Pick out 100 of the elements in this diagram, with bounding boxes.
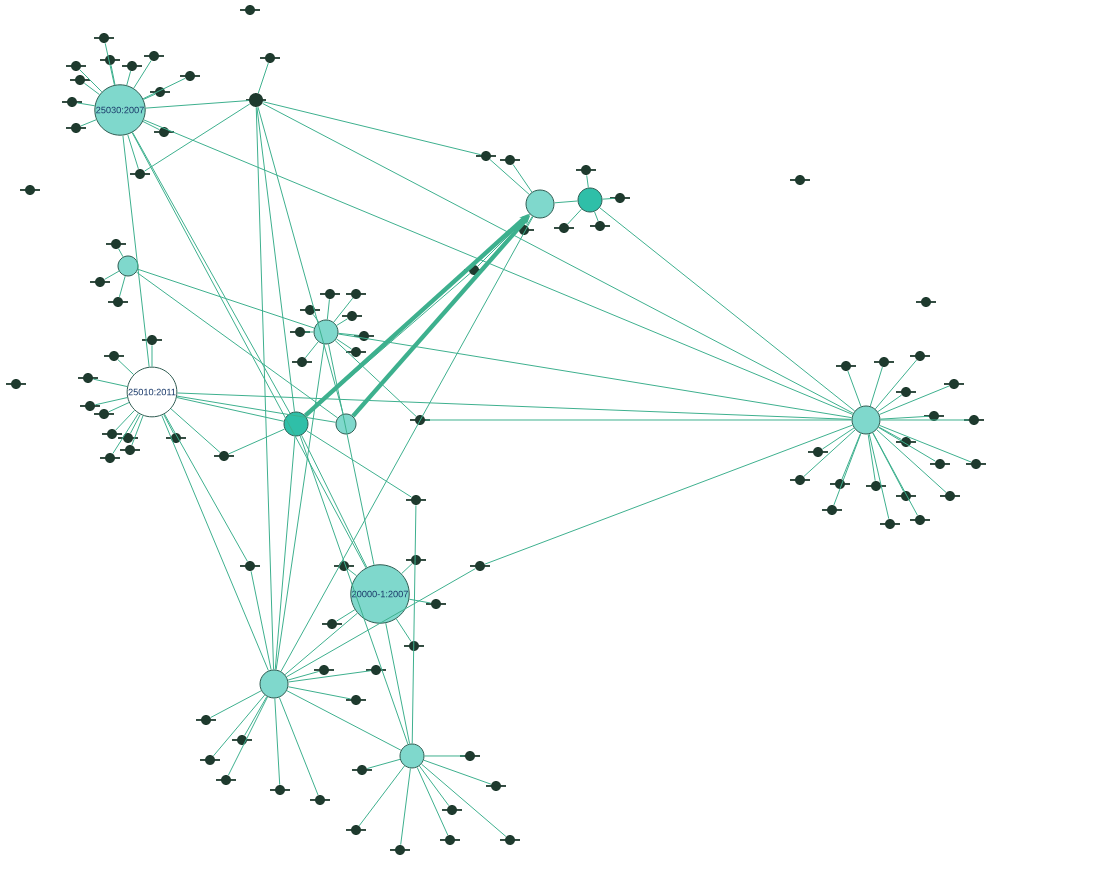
graph-node [923, 411, 945, 421]
graph-node [239, 561, 261, 571]
edge-line [284, 612, 358, 676]
graph-node [93, 33, 115, 43]
edge-line [278, 696, 319, 796]
edge-line [347, 568, 358, 577]
edge-line [847, 370, 862, 407]
edge-line [118, 248, 124, 258]
graph-node [499, 835, 521, 845]
edge-line [424, 419, 852, 421]
graph-node [129, 169, 151, 179]
edge-line [127, 134, 139, 170]
edge-line [878, 424, 972, 463]
edge-line [477, 213, 531, 267]
graph-node [319, 289, 341, 299]
graph-node [929, 459, 951, 469]
graph-node [299, 305, 321, 315]
graph-node [409, 415, 431, 425]
graph-node [915, 297, 937, 307]
graph-node [351, 765, 373, 775]
edge-line [145, 100, 250, 109]
graph-node [865, 481, 887, 491]
graph-node [89, 277, 111, 287]
edge-line [176, 395, 337, 423]
edge-line [335, 338, 352, 350]
edge-line [337, 333, 853, 419]
graph-node [333, 561, 355, 571]
edge-line [256, 106, 295, 413]
graph-node [895, 387, 917, 397]
graph-node [365, 665, 387, 675]
graph-node [107, 297, 129, 307]
graph-node [965, 459, 987, 469]
edge-line [132, 131, 291, 414]
graph-node [821, 505, 843, 515]
edge-line [130, 413, 141, 434]
edge-line [142, 121, 160, 131]
graph-node [153, 127, 175, 137]
hub-node [117, 255, 139, 277]
edge-line [599, 207, 856, 412]
graph-node [405, 555, 427, 565]
graph-node [879, 519, 901, 529]
edge-line [104, 42, 115, 86]
edge-line [877, 426, 936, 462]
edge-line [76, 102, 96, 107]
hub-node [399, 743, 425, 769]
graph-node [105, 239, 127, 249]
graph-node [199, 755, 221, 765]
edge-line [79, 69, 103, 93]
edge-line [304, 273, 471, 417]
graph-node [165, 433, 187, 443]
edge-line [411, 504, 417, 744]
edge-line [250, 570, 272, 671]
graph-node [513, 225, 535, 235]
edge-line [227, 696, 269, 776]
edge-line [144, 103, 251, 172]
edge-line [275, 343, 325, 671]
edge-line [210, 690, 262, 718]
graph-node [61, 97, 83, 107]
edge-line [424, 755, 466, 757]
edge-line [83, 82, 100, 96]
edge-line [304, 341, 319, 359]
edge-line [489, 159, 530, 195]
edge-line [328, 343, 375, 566]
graph-node [353, 331, 375, 341]
edge-line [879, 415, 930, 420]
graph-node [259, 53, 281, 63]
edge-line [336, 318, 348, 326]
edge-line [257, 62, 269, 94]
graph-node [469, 561, 491, 571]
edge-line [601, 197, 616, 200]
edge-line [137, 268, 315, 329]
graph-node [313, 665, 335, 675]
edge-line [80, 119, 97, 127]
graph-node [389, 845, 411, 855]
hub-node [313, 319, 339, 345]
edge-line [176, 397, 285, 422]
graph-node [345, 289, 367, 299]
edge-line [176, 392, 852, 420]
edge-line [312, 313, 320, 323]
edge-line [213, 694, 266, 757]
graph-node [321, 619, 343, 629]
graph-node [425, 599, 447, 609]
edge-line [874, 359, 917, 410]
edge-line [869, 366, 883, 407]
graph-node [475, 151, 497, 161]
edge-line [228, 428, 286, 455]
graph-node [19, 185, 41, 195]
edge-line [280, 216, 534, 672]
hub-node [259, 669, 289, 699]
graph-node [77, 373, 99, 383]
graph-node [5, 379, 27, 389]
edge-line [115, 409, 136, 431]
edge-line [151, 344, 153, 368]
graph-node [345, 825, 367, 835]
edge-line [872, 432, 904, 492]
edge-line [287, 670, 372, 683]
edge-line [163, 413, 174, 434]
graph-node [239, 5, 261, 15]
edge-line [274, 435, 296, 671]
hub-node [577, 187, 603, 213]
